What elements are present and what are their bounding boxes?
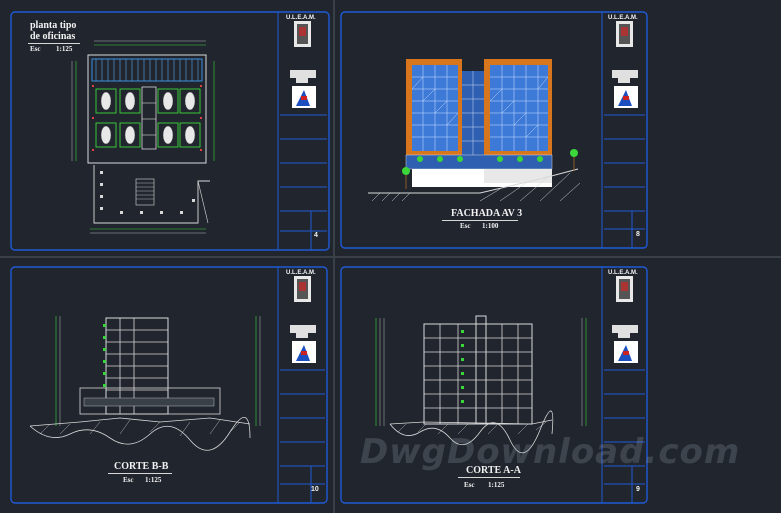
- scale-label: Esc: [123, 476, 134, 484]
- title-block-institution: U.L.E.A.M.: [286, 15, 316, 21]
- sheet-number: 10: [311, 486, 319, 493]
- title-block-institution: U.L.E.A.M.: [608, 270, 638, 276]
- sheet-number: 9: [636, 486, 640, 493]
- sheet-fachada-drawing: [340, 11, 648, 249]
- title-underline: [28, 43, 80, 44]
- sheet-planta-tipo[interactable]: planta tipo de oficinas Esc 1:125 U.L.E.…: [10, 11, 330, 251]
- title-underline: [458, 477, 520, 478]
- title-block-institution: U.L.E.A.M.: [286, 270, 316, 276]
- scale-value: 1:125: [488, 481, 505, 489]
- title-block-institution: U.L.E.A.M.: [608, 15, 638, 21]
- scale-value: 1:125: [56, 45, 73, 53]
- scale-label: Esc: [464, 481, 475, 489]
- scale-value: 1:125: [145, 476, 162, 484]
- sheet-corte-bb-drawing: [10, 266, 328, 504]
- sheet-title-line1: planta tipo: [30, 20, 77, 31]
- sheet-corte-bb[interactable]: CORTE B-B Esc 1:125 U.L.E.A.M. 10: [10, 266, 328, 504]
- scale-label: Esc: [30, 45, 41, 53]
- scale-label: Esc: [460, 222, 471, 230]
- sheet-number: 8: [636, 231, 640, 238]
- title-underline: [442, 220, 518, 221]
- sheet-corte-aa-drawing: [340, 266, 648, 504]
- sheet-number: 4: [314, 232, 318, 239]
- sheet-title: CORTE B-B: [114, 461, 169, 472]
- sheet-title: CORTE A-A: [466, 465, 521, 476]
- sheet-title: FACHADA AV 3: [451, 208, 523, 219]
- sheet-corte-aa[interactable]: CORTE A-A Esc 1:125 U.L.E.A.M. 9: [340, 266, 648, 504]
- viewport-divider-horizontal: [0, 256, 781, 258]
- title-underline: [108, 473, 172, 474]
- sheet-fachada[interactable]: FACHADA AV 3 Esc 1:100 U.L.E.A.M. 8: [340, 11, 648, 249]
- sheet-planta-drawing: [10, 11, 330, 251]
- scale-value: 1:100: [482, 222, 499, 230]
- watermark-text: DwgDownload.com: [360, 432, 741, 472]
- sheet-title-line2: de oficinas: [30, 31, 76, 42]
